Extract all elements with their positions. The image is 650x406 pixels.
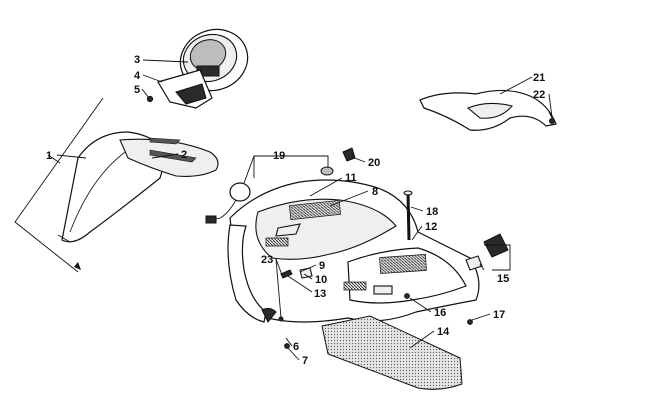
- callout-17: 17: [493, 309, 505, 321]
- callout-21: 21: [533, 72, 545, 84]
- callout-13: 13: [314, 288, 326, 300]
- console-cover-part: [419, 89, 557, 131]
- callout-22: 22: [533, 89, 545, 101]
- callout-8: 8: [372, 186, 378, 198]
- callout-1: 1: [46, 150, 52, 162]
- callout-3: 3: [134, 54, 140, 66]
- gauge-pod-part: [146, 28, 249, 109]
- callout-12: 12: [425, 221, 437, 233]
- callout-labels: 1 2 3 4 5 6 7 8 9 10 11 12 13 14 15 16 1…: [46, 54, 545, 367]
- windshield-part: [57, 131, 219, 243]
- callout-14: 14: [437, 326, 450, 338]
- callout-7: 7: [302, 355, 308, 367]
- callout-20: 20: [368, 157, 380, 169]
- callout-4: 4: [134, 70, 141, 82]
- callout-11: 11: [345, 172, 357, 184]
- callout-10: 10: [315, 274, 327, 286]
- callout-2: 2: [181, 149, 187, 161]
- switch-part: [205, 166, 334, 224]
- bolt-part: [403, 190, 413, 241]
- callout-15: 15: [497, 273, 509, 285]
- callout-5: 5: [134, 84, 140, 96]
- callout-18: 18: [426, 206, 438, 218]
- callout-16: 16: [434, 307, 446, 319]
- callout-9: 9: [319, 260, 325, 272]
- callout-19: 19: [273, 150, 285, 162]
- callout-23: 23: [261, 254, 273, 266]
- callout-6: 6: [293, 341, 299, 353]
- switch-right-part: [465, 233, 509, 271]
- knob-part: [342, 147, 356, 162]
- hood-body-part: [227, 179, 480, 323]
- leader-lines: [56, 59, 553, 361]
- lower-panel-part: [321, 315, 463, 390]
